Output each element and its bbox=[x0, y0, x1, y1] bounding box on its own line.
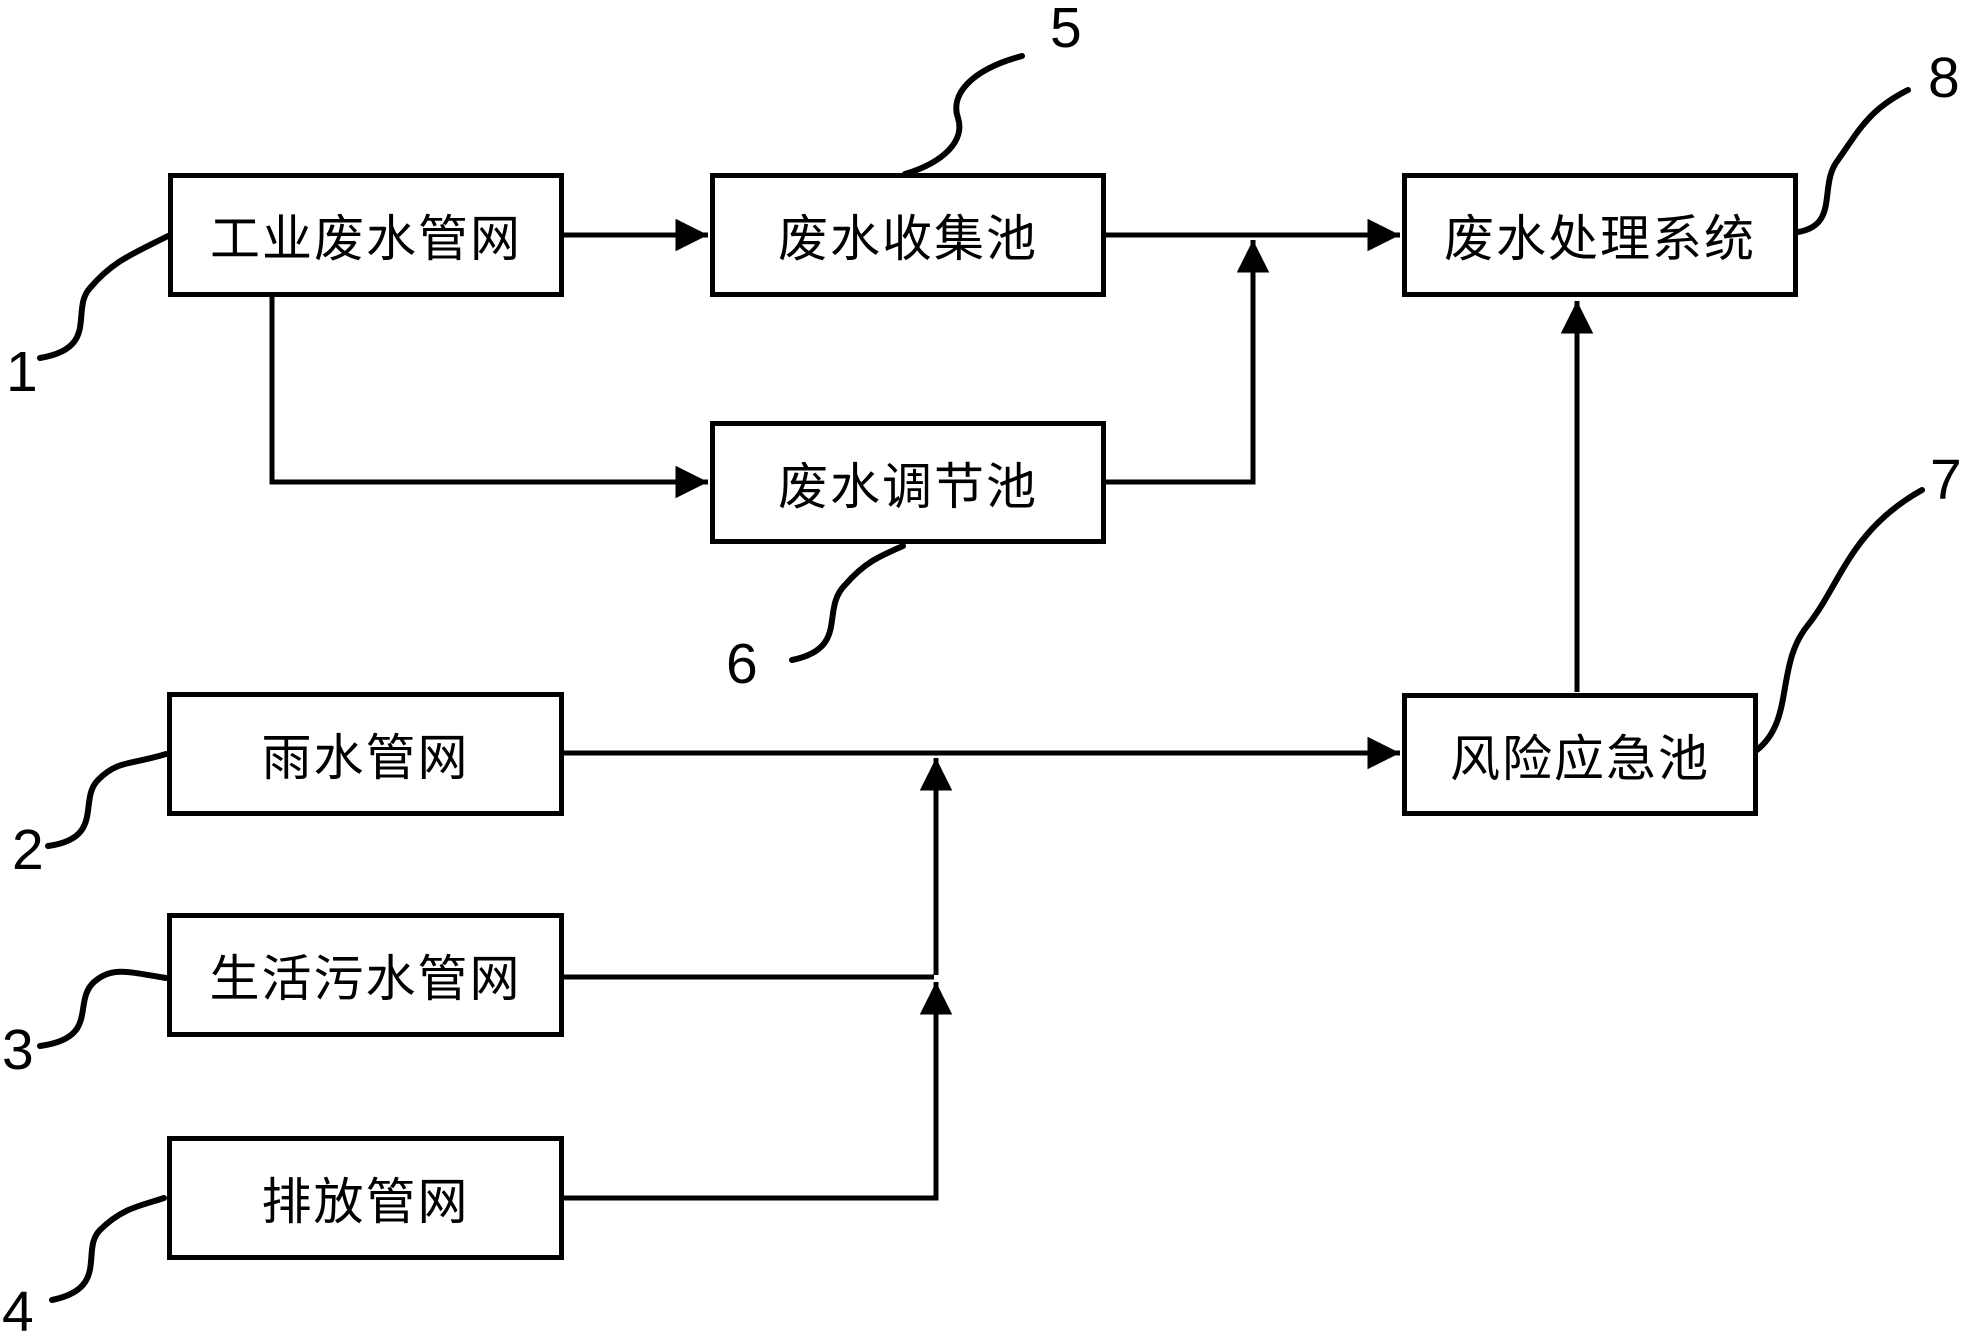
ref-numeral-2: 2 bbox=[12, 818, 44, 882]
leader-ref-5 bbox=[902, 53, 1025, 177]
node-domestic-sewage-pipe-network: 生活污水管网 bbox=[167, 913, 564, 1037]
ref-numeral-6: 6 bbox=[726, 632, 758, 696]
node-label: 废水收集池 bbox=[778, 211, 1038, 267]
node-wastewater-collection-pool: 废水收集池 bbox=[710, 173, 1106, 297]
leader-ref-7 bbox=[1754, 487, 1925, 753]
node-label: 废水处理系统 bbox=[1444, 211, 1756, 267]
leader-ref-4 bbox=[49, 1195, 167, 1303]
node-label: 风险应急池 bbox=[1450, 730, 1710, 787]
node-risk-emergency-pool: 风险应急池 bbox=[1402, 693, 1758, 816]
node-wastewater-treatment-system: 废水处理系统 bbox=[1402, 173, 1798, 297]
ref-numeral-7: 7 bbox=[1930, 448, 1962, 512]
ref-numeral-1: 1 bbox=[6, 340, 38, 404]
node-label: 雨水管网 bbox=[261, 730, 470, 786]
leader-ref-1 bbox=[37, 233, 171, 361]
leader-ref-3 bbox=[37, 968, 169, 1049]
node-label: 排放管网 bbox=[261, 1174, 470, 1230]
node-discharge-pipe-network: 排放管网 bbox=[167, 1136, 564, 1260]
leader-ref-6 bbox=[789, 543, 906, 663]
node-rainwater-pipe-network: 雨水管网 bbox=[167, 692, 564, 816]
ref-numeral-3: 3 bbox=[2, 1018, 34, 1082]
leader-ref-8 bbox=[1795, 87, 1911, 235]
node-label: 生活污水管网 bbox=[209, 951, 522, 1007]
arrow-discharge-to-domestic-line bbox=[564, 982, 953, 1201]
arrow-regulating-to-mainline bbox=[1106, 240, 1270, 485]
ref-numeral-8: 8 bbox=[1928, 46, 1960, 110]
node-label: 工业废水管网 bbox=[210, 211, 522, 267]
node-label: 废水调节池 bbox=[778, 458, 1038, 515]
ref-numeral-4: 4 bbox=[2, 1280, 34, 1335]
ref-numeral-5: 5 bbox=[1050, 0, 1082, 60]
node-wastewater-regulating-pool: 废水调节池 bbox=[710, 421, 1106, 544]
leader-ref-2 bbox=[45, 751, 169, 849]
node-industrial-wastewater-network: 工业废水管网 bbox=[168, 173, 564, 297]
arrow-industrial-to-regulating bbox=[269, 297, 708, 499]
